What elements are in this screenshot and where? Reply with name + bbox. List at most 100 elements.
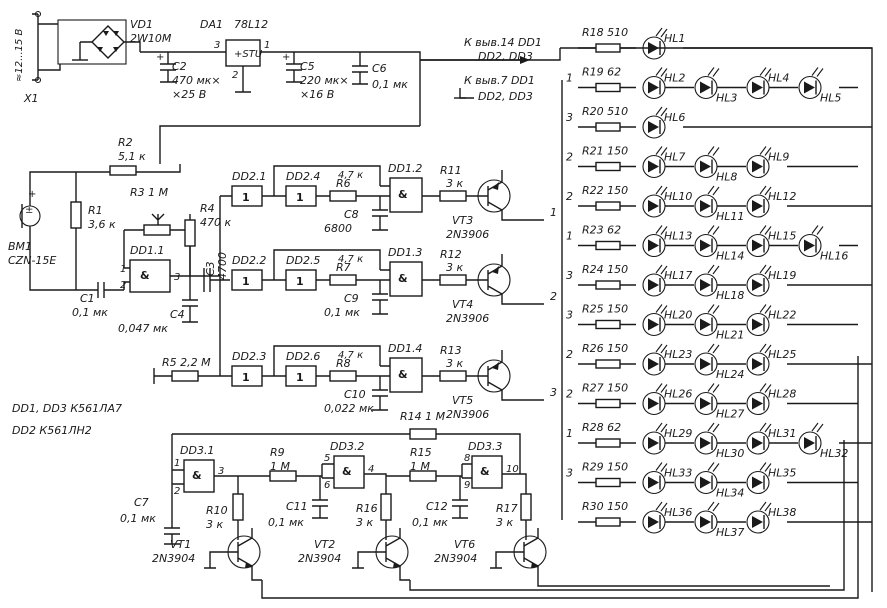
led-label: HL19 [768, 269, 796, 282]
led-label: HL17 [664, 269, 692, 282]
power-supply: ≈12...15 В X1 VD1 2W10M +STU DA1 78L12 3… [14, 10, 542, 126]
dd3-3-label: DD3.3 [468, 440, 502, 453]
led-row-resistor-label: R27 150 [582, 382, 628, 395]
led-label: HL31 [768, 427, 796, 440]
base-resistor-ref: R12 [440, 248, 462, 261]
svg-text:6: 6 [324, 480, 330, 491]
led-label: HL20 [664, 309, 692, 322]
led-icon [746, 312, 770, 337]
r1-ref: R1 [88, 204, 103, 217]
nand-gate-symbol: & [398, 368, 408, 381]
filter-resistor-ref: R8 [336, 357, 351, 370]
led-row-resistor-label: R28 62 [582, 421, 621, 434]
filter-cap-ref: C9 [344, 292, 359, 305]
c3-ref: C3 [204, 261, 217, 276]
bm1-ref: BM1 [8, 240, 32, 253]
c6-ref: C6 [372, 62, 387, 75]
led-label: HL23 [664, 348, 692, 361]
filter-cap-ref: C10 [344, 388, 366, 401]
gnd-note-1: К выв.7 DD1 [464, 74, 535, 87]
led-label: HL35 [768, 467, 796, 480]
led-row-resistor [595, 201, 621, 211]
dd3-2-label: DD3.2 [330, 440, 364, 453]
vt1-part: 2N3904 [152, 552, 195, 565]
c4-ref: C4 [170, 308, 185, 321]
led-row-channel: 3 [566, 467, 573, 480]
svg-text:5: 5 [324, 453, 330, 464]
transistor-ref: VT4 [452, 298, 473, 311]
led-row-resistor-label: R30 150 [582, 500, 628, 513]
c11-val: 0,1 мк [268, 516, 304, 529]
bm1-part: CZN-15E [8, 254, 56, 267]
led-icon [798, 75, 822, 100]
led-label: HL36 [664, 506, 692, 519]
led-label: HL15 [768, 230, 796, 243]
bridge-rectifier-icon [91, 25, 125, 59]
svg-text:+: + [28, 189, 36, 200]
r9-ref: R9 [270, 446, 285, 459]
da1-pin-in: 3 [214, 40, 220, 51]
svg-text:1: 1 [120, 264, 126, 275]
r17-ref: R17 [496, 502, 518, 515]
channel-output: 3 [550, 386, 557, 399]
transistor-part: 2N3906 [446, 228, 489, 241]
led-row-channel: 3 [566, 269, 573, 282]
svg-text:&: & [480, 465, 490, 478]
vd1-part: 2W10M [130, 32, 172, 45]
r4-ref: R4 [200, 202, 215, 215]
led-icon [746, 154, 770, 179]
inverter-2-symbol: 1 [296, 275, 304, 288]
led-label: HL32 [820, 447, 848, 460]
svg-text:2: 2 [174, 486, 180, 497]
led-row-resistor [595, 280, 621, 290]
led-row-resistor [595, 319, 621, 330]
filter-resistor [329, 190, 357, 202]
led-label: HL28 [768, 388, 796, 401]
led-row-channel: 3 [566, 309, 573, 322]
nand-gate-label: DD1.3 [388, 246, 422, 259]
led-row-resistor [595, 477, 621, 488]
led-label: HL24 [716, 368, 744, 381]
led-label: HL18 [716, 289, 744, 302]
led-row-resistor [595, 43, 621, 53]
inverter-1-symbol: 1 [242, 191, 250, 204]
filter-resistor-val: 4,7 к [338, 170, 363, 181]
svg-text:3: 3 [174, 272, 180, 283]
ic-list-line2: DD2 К561ЛН2 [12, 424, 92, 437]
led-label: HL25 [768, 348, 796, 361]
led-label: HL1 [664, 32, 685, 45]
nand-gate [389, 261, 423, 297]
c2-val2: ×25 В [172, 88, 206, 101]
led-label: HL21 [716, 329, 744, 342]
base-resistor-val: 3 к [446, 177, 463, 190]
oscillator-section: DD1, DD3 К561ЛА7 DD2 К561ЛН2 R14 1 М & D… [12, 356, 859, 599]
led-row-resistor-label: R18 510 [582, 26, 628, 39]
led-row-resistor [595, 161, 621, 172]
r2-ref: R2 [118, 136, 133, 149]
c2-ref: C2 [172, 60, 187, 73]
da1-ref: DA1 [200, 18, 223, 31]
r15-val: 1 М [410, 460, 430, 473]
filter-resistor-val: 4,7 к [338, 350, 363, 361]
r2-val: 5,1 к [118, 150, 146, 163]
nand-gate-symbol: & [398, 272, 408, 285]
led-label: HL37 [716, 526, 744, 539]
led-row-channel: 3 [566, 111, 573, 124]
nand-gate [389, 177, 423, 213]
inverter-1-symbol: 1 [242, 371, 250, 384]
svg-text:9: 9 [464, 480, 470, 491]
led-label: HL12 [768, 190, 796, 203]
led-label: HL4 [768, 72, 789, 85]
vt6-part: 2N3904 [434, 552, 477, 565]
filter-cap-val: 0,1 мк [324, 306, 360, 319]
r14-label: R14 1 М [400, 410, 446, 423]
c5-ref: C5 [300, 60, 315, 73]
led-row-channel: 2 [566, 348, 573, 361]
led-label: HL13 [664, 230, 692, 243]
